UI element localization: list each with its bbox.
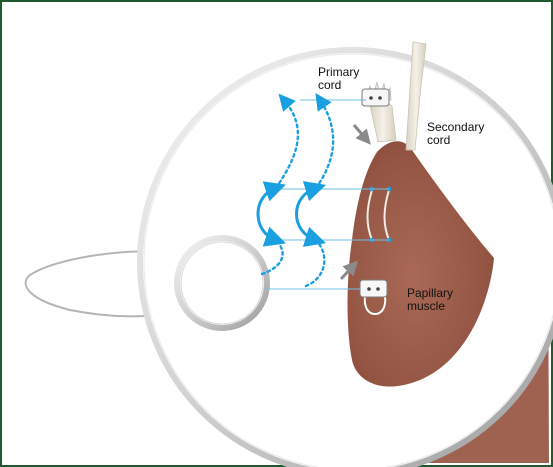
small-ring (177, 238, 267, 328)
pledget-icon (362, 89, 389, 106)
label-primary-cord: Primary cord (318, 66, 359, 92)
label-papillary-muscle: Papillary muscle (407, 287, 453, 313)
label-secondary-cord: Secondary cord (427, 121, 484, 147)
